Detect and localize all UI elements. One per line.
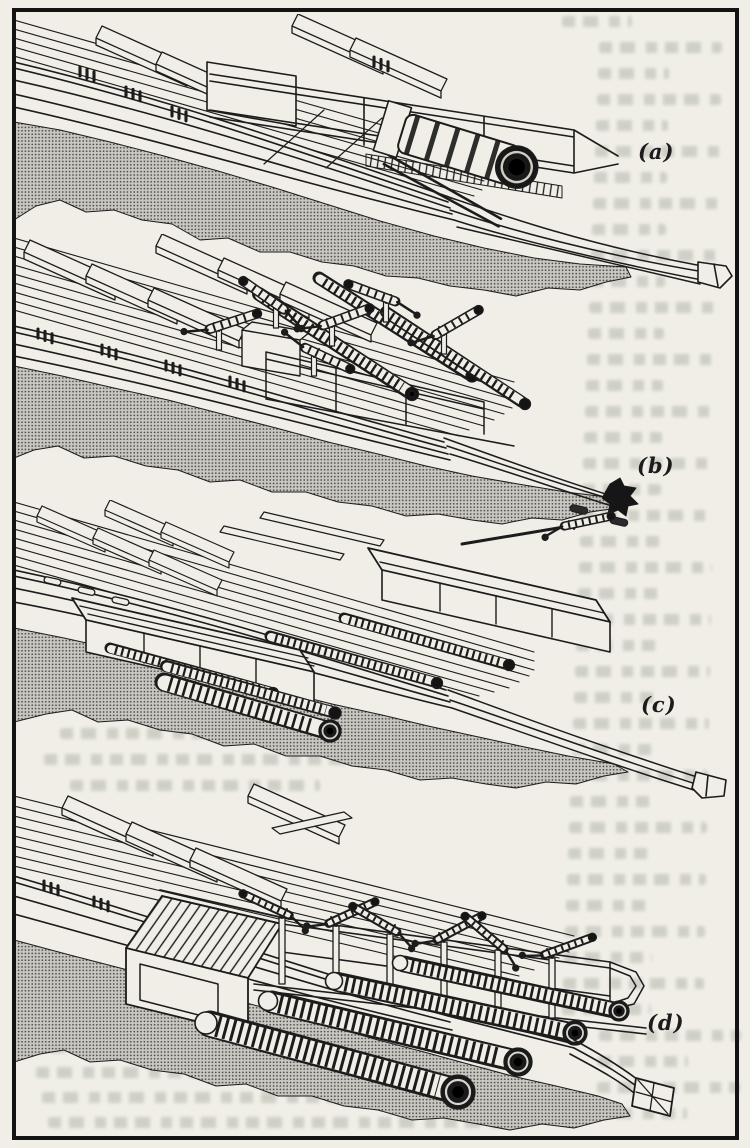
bleedthrough-text-artifact [42, 1092, 588, 1103]
bleedthrough-text-artifact [596, 120, 668, 131]
bleedthrough-text-artifact [599, 1030, 741, 1041]
bleedthrough-text-artifact [586, 380, 663, 391]
bleedthrough-text-artifact [564, 952, 652, 963]
bleedthrough-text-artifact [577, 614, 711, 625]
bleedthrough-text-artifact [584, 432, 662, 443]
bleedthrough-text-artifact [592, 224, 666, 235]
bleedthrough-text-artifact [566, 900, 653, 911]
bleedthrough-text-artifact [583, 458, 714, 469]
bleedthrough-text-artifact [573, 718, 709, 729]
galley-bow-figure-d [14, 772, 736, 1140]
bleedthrough-text-artifact [576, 640, 658, 651]
bleedthrough-text-artifact [591, 250, 718, 261]
figure-label-b: (b) [637, 453, 675, 478]
bleedthrough-text-artifact [570, 796, 655, 807]
galley-bow-figure-a [14, 14, 736, 312]
bleedthrough-text-artifact [581, 510, 713, 521]
bleedthrough-text-artifact [588, 328, 664, 339]
bleedthrough-text-artifact [575, 666, 710, 677]
galley-bow-drawing-d [14, 783, 675, 1131]
bleedthrough-text-artifact [44, 754, 354, 765]
bleedthrough-text-artifact [587, 354, 716, 365]
bleedthrough-text-artifact [589, 302, 717, 313]
bleedthrough-text-artifact [579, 562, 712, 573]
bleedthrough-text-artifact [599, 42, 722, 53]
galley-bow-figure-c [14, 500, 736, 810]
bleedthrough-text-artifact [562, 16, 632, 27]
bleedthrough-text-artifact [569, 822, 707, 833]
bleedthrough-text-artifact [590, 276, 665, 287]
bleedthrough-text-artifact [48, 1117, 507, 1128]
bleedthrough-text-artifact [70, 780, 320, 791]
bleedthrough-text-artifact [596, 1108, 687, 1119]
bleedthrough-text-artifact [565, 926, 705, 937]
bleedthrough-text-artifact [593, 198, 719, 209]
bleedthrough-text-artifact [574, 692, 657, 703]
bleedthrough-text-artifact [580, 536, 660, 547]
bleedthrough-text-artifact [598, 1056, 688, 1067]
bleedthrough-text-artifact [597, 94, 721, 105]
bleedthrough-text-artifact [563, 978, 704, 989]
bleedthrough-text-artifact [594, 172, 667, 183]
galley-bow-drawing-b [14, 234, 639, 525]
bleedthrough-text-artifact [568, 848, 654, 859]
bleedthrough-text-artifact [598, 68, 669, 79]
figure-label-a: (a) [638, 139, 675, 164]
bleedthrough-text-artifact [571, 770, 708, 781]
bleedthrough-text-artifact [595, 146, 720, 157]
bleedthrough-text-artifact [578, 588, 659, 599]
bleedthrough-text-artifact [567, 874, 706, 885]
galley-bow-drawing-a [14, 14, 733, 297]
figure-label-c: (c) [641, 692, 677, 717]
galley-bow-drawing-c [14, 500, 727, 799]
galley-bow-figure-b [14, 234, 736, 534]
bleedthrough-text-artifact [585, 406, 715, 417]
figure-label-d: (d) [647, 1010, 685, 1035]
